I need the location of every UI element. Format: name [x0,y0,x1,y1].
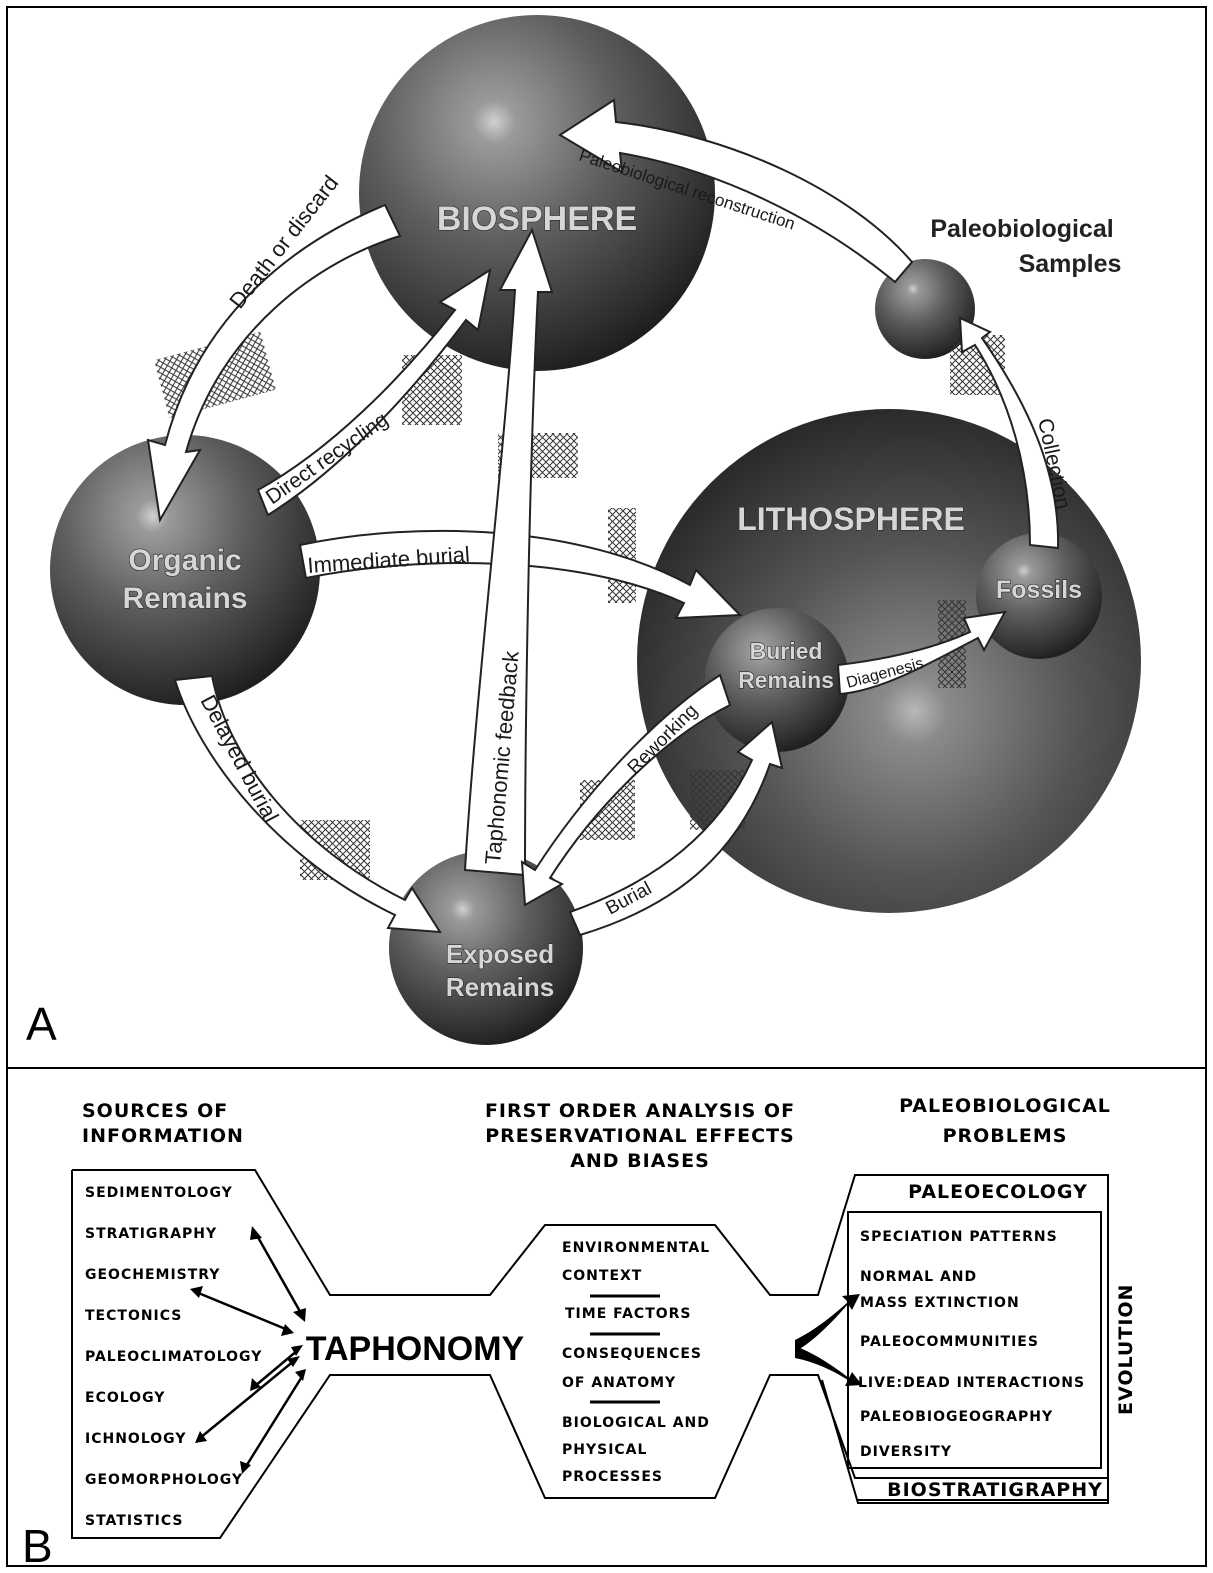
problem-item: MASS EXTINCTION [860,1295,1020,1311]
reworking-arrow [520,673,732,907]
problems-heading-2: PROBLEMS [943,1125,1068,1147]
taphonomic-feedback-arrow [463,227,554,877]
source-item: GEOCHEMISTRY [85,1267,220,1283]
problem-item: NORMAL AND [860,1269,977,1285]
outer-problems-box [855,1174,1109,1501]
evolution-box [847,1211,1102,1469]
fossils-label: Fossils [996,576,1082,604]
immediate-burial-arrow [298,529,743,620]
sources-list: SEDIMENTOLOGY STRATIGRAPHY GEOCHEMISTRY … [85,1185,262,1529]
collection-arrow [958,316,1060,550]
analysis-heading-1: FIRST ORDER ANALYSIS OF [485,1100,795,1122]
analysis-item: BIOLOGICAL AND [562,1415,710,1431]
source-item: SEDIMENTOLOGY [85,1185,233,1201]
buried-remains-label-1: Buried [750,638,823,664]
biosphere-label: BIOSPHERE [437,200,637,238]
paleobiological-samples-label-2: Samples [1019,250,1122,278]
problem-item: DIVERSITY [860,1444,952,1460]
analysis-heading-2: PRESERVATIONAL EFFECTS [485,1125,795,1147]
source-item: STRATIGRAPHY [85,1226,217,1242]
analysis-list: ENVIRONMENTAL CONTEXT TIME FACTORS CONSE… [562,1240,710,1485]
analysis-item: TIME FACTORS [565,1306,692,1322]
paleoecology-label: PALEOECOLOGY [908,1181,1088,1203]
source-item: STATISTICS [85,1513,184,1529]
analysis-item: PROCESSES [562,1469,663,1485]
panel-b: SOURCES OF INFORMATION FIRST ORDER ANALY… [22,1095,1137,1572]
problem-item: SPECIATION PATTERNS [860,1229,1058,1245]
paleobiological-reconstruction-arrow [558,98,914,284]
buried-remains-sphere [705,608,849,752]
death-or-discard-arrow [146,203,402,523]
exposed-remains-label-2: Remains [446,972,554,1002]
problems-heading-1: PALEOBIOLOGICAL [899,1095,1111,1117]
analysis-item: PHYSICAL [562,1442,647,1458]
taphonomy-label: TAPHONOMY [306,1330,525,1368]
organic-remains-label-1: Organic [128,544,241,577]
analysis-separators [590,1294,660,1404]
exposed-remains-label-1: Exposed [446,939,554,969]
delayed-burial-arrow [173,674,442,934]
analysis-heading-3: AND BIASES [570,1150,710,1172]
lithosphere-label: LITHOSPHERE [737,501,965,537]
source-arrows [195,1231,305,1469]
burial-arrow [568,720,784,937]
diagenesis-arrow [836,610,1007,696]
evolution-label: EVOLUTION [1115,1284,1137,1415]
problem-item: PALEOCOMMUNITIES [860,1334,1039,1350]
sources-heading-1: SOURCES OF [82,1100,228,1122]
buried-remains-label-2: Remains [738,667,834,693]
organic-remains-sphere [50,435,320,705]
biostratigraphy-label: BIOSTRATIGRAPHY [887,1479,1103,1501]
analysis-item: CONSEQUENCES [562,1346,702,1362]
direct-recycling-arrow [256,267,492,517]
paleobiological-samples-label-1: Paleobiological [930,215,1113,243]
paleobiological-samples-sphere [875,259,975,359]
problems-arrow-down [795,1346,862,1386]
fossils-sphere [976,533,1102,659]
source-item: ECOLOGY [85,1390,165,1406]
sources-heading-2: INFORMATION [82,1125,244,1147]
problems-list: SPECIATION PATTERNS NORMAL AND MASS EXTI… [858,1229,1085,1460]
panel-b-letter: B [22,1520,53,1572]
organic-remains-label-2: Remains [122,582,247,615]
biosphere-sphere [359,15,715,371]
analysis-item: OF ANATOMY [562,1375,676,1391]
problem-item: LIVE:DEAD INTERACTIONS [858,1375,1085,1391]
source-item: PALEOCLIMATOLOGY [85,1349,262,1365]
source-item: TECTONICS [85,1308,182,1324]
problem-item: PALEOBIOGEOGRAPHY [860,1409,1053,1425]
figure-border [6,6,1207,1567]
source-item: GEOMORPHOLOGY [85,1472,243,1488]
delayed-burial-label: Delayed burial [196,691,284,827]
panel-a-letter: A [26,998,57,1050]
problems-arrow-up [795,1294,860,1352]
source-item: ICHNOLOGY [85,1431,186,1447]
arrow-heads [190,1226,306,1474]
direct-recycling-label: Direct recycling [262,408,393,509]
analysis-item: CONTEXT [562,1268,642,1284]
analysis-item: ENVIRONMENTAL [562,1240,710,1256]
panel-a: Death or discard Direct recycling Immedi… [26,15,1141,1050]
